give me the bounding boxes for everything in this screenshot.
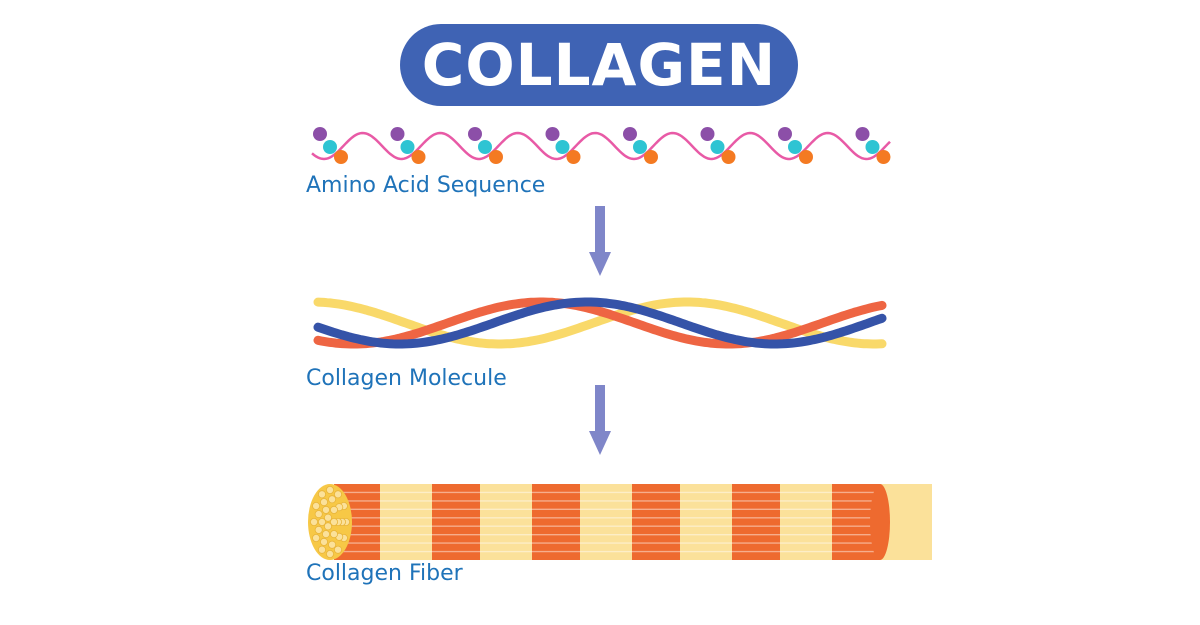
fibril-end <box>319 498 328 507</box>
amino-bead-purple <box>778 127 792 141</box>
fiber-band <box>780 484 832 560</box>
down-arrow-icon <box>589 206 611 276</box>
down-arrow-icon <box>589 385 611 455</box>
amino-bead-cyan <box>323 140 337 154</box>
label-collagen-molecule: Collagen Molecule <box>306 366 507 391</box>
fiber-band <box>380 484 432 560</box>
helix-strand-blue <box>313 297 887 349</box>
fibril-end <box>314 510 323 519</box>
amino-bead-orange <box>334 150 348 164</box>
amino-bead-purple <box>545 127 560 141</box>
amino-bead-orange <box>721 150 736 164</box>
helix-strand-yellow <box>313 297 887 349</box>
amino-bead-orange <box>876 150 891 164</box>
amino-bead-cyan <box>788 140 802 154</box>
fibril-end <box>312 501 321 510</box>
amino-bead-purple <box>855 127 870 141</box>
amino-bead-orange <box>489 150 503 164</box>
amino-bead-purple <box>313 127 327 141</box>
fiber-band <box>480 484 532 560</box>
fibril-end <box>328 495 337 504</box>
amino-bead-cyan <box>710 140 725 154</box>
arrow-shape <box>589 385 611 455</box>
amino-bead-orange <box>799 150 813 164</box>
arrow-shape <box>589 206 611 276</box>
fibril-end <box>317 518 326 527</box>
label-amino-acid-sequence: Amino Acid Sequence <box>306 173 546 198</box>
fibril-end <box>325 485 334 494</box>
amino-chain-line <box>311 131 891 161</box>
amino-bead-cyan <box>633 140 647 154</box>
amino-bead-purple <box>700 127 715 141</box>
fibril-end <box>325 550 334 559</box>
amino-bead-purple <box>623 127 637 141</box>
helix-strand-red <box>313 297 887 349</box>
title-banner: COLLAGEN <box>400 24 798 106</box>
fibril-end <box>333 490 342 499</box>
amino-bead-cyan <box>555 140 570 154</box>
fibril-end <box>319 537 328 546</box>
amino-bead-orange <box>644 150 658 164</box>
fiber-left-face <box>308 484 352 560</box>
fibril-end <box>317 545 326 554</box>
fibril-end <box>329 505 338 514</box>
fibril-end <box>321 530 330 539</box>
label-collagen-fiber: Collagen Fiber <box>306 561 463 586</box>
fibril-end <box>323 513 332 522</box>
fibril-end <box>323 522 332 531</box>
fiber-band <box>580 484 632 560</box>
triple-helix-molecule <box>313 297 887 349</box>
fibril-end <box>329 530 338 539</box>
amino-acid-chain <box>311 127 891 164</box>
amino-bead-purple <box>390 127 405 141</box>
fiber-band <box>680 484 732 560</box>
fibril-end <box>333 545 342 554</box>
amino-bead-purple <box>468 127 482 141</box>
fiber-right-end <box>870 484 890 560</box>
diagram-title: COLLAGEN <box>421 31 777 99</box>
fibril-end <box>329 518 338 527</box>
amino-bead-orange <box>411 150 426 164</box>
amino-bead-cyan <box>400 140 415 154</box>
fibril-end <box>309 518 318 527</box>
amino-bead-orange <box>566 150 581 164</box>
fibril-end <box>317 490 326 499</box>
amino-bead-cyan <box>478 140 492 154</box>
fibril-end <box>328 540 337 549</box>
fibril-end <box>312 534 321 543</box>
amino-bead-cyan <box>865 140 880 154</box>
collagen-fiber-bundle <box>308 484 932 560</box>
fibril-end <box>314 525 323 534</box>
fibril-end <box>321 505 330 514</box>
